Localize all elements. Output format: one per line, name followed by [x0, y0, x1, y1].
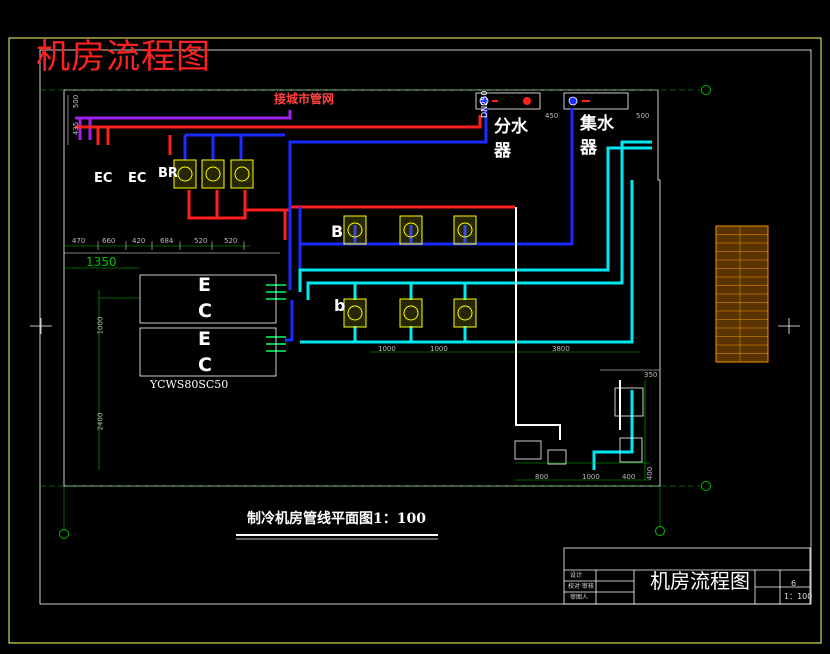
dim-bottom-1: 800: [535, 473, 549, 481]
title-block-sheet-no: 6: [791, 579, 797, 588]
title-block-row-2: 校对·审核: [568, 583, 594, 590]
softener-unit: [614, 387, 644, 417]
pump-impeller-icon: [403, 222, 419, 238]
grid-marker-1: [701, 85, 711, 95]
expansion-unit: [619, 437, 643, 463]
dim-lower-1: 1000: [378, 345, 396, 353]
grid-marker-4: [655, 526, 665, 536]
dim-top-left-435: 435: [72, 121, 81, 136]
dim-left-1000: 1000: [96, 316, 105, 335]
chiller-bottom-c: C: [198, 354, 212, 376]
title-block: [563, 547, 811, 605]
pump-5: [399, 215, 423, 245]
chiller-top-c: C: [198, 300, 212, 322]
inner-frame: [39, 49, 812, 605]
cyan-pipes: [298, 140, 652, 470]
red-pipes: [75, 115, 515, 240]
pump-3: [230, 159, 254, 189]
dim-middle-2: 660: [102, 237, 116, 245]
pump-impeller-icon: [457, 305, 473, 321]
dim-top-right-500: 500: [636, 112, 650, 120]
title-block-row-1: 设计: [570, 572, 583, 579]
dim-left-2400: 2400: [96, 412, 105, 431]
title-block-title: 机房流程图: [650, 569, 750, 593]
pump-group: [173, 159, 477, 328]
collector-valve-icon: [568, 96, 578, 106]
collector-header: [563, 92, 629, 110]
dim-width-1350: 1350: [86, 255, 117, 269]
dim-lower-2: 1000: [430, 345, 448, 353]
grid-marker-2: [701, 481, 711, 491]
pump-impeller-icon: [403, 305, 419, 321]
distributor-pump-icon: [523, 97, 531, 105]
pump-7: [343, 298, 367, 328]
label-ec-left: EC: [94, 171, 113, 186]
pump-6: [453, 215, 477, 245]
pump-1: [173, 159, 197, 189]
pump-8: [399, 298, 423, 328]
dim-middle-5: 520: [194, 237, 208, 245]
dim-bottom-3: 400: [622, 473, 636, 481]
chiller-model: YCWS80SC50: [150, 378, 229, 391]
distributor-code: DN250: [480, 90, 489, 118]
dim-right-350: 350: [644, 371, 658, 379]
chiller-unit-bottom: [139, 327, 277, 377]
chiller-bottom-e: E: [198, 328, 211, 350]
plan-caption: 制冷机房管线平面图1：100: [247, 511, 426, 527]
pump-4: [343, 215, 367, 245]
pump-2: [201, 159, 225, 189]
dim-right-vertical-400: 400: [646, 466, 655, 481]
dim-bottom-2: 1000: [582, 473, 600, 481]
pump-impeller-icon: [347, 222, 363, 238]
makeup-tank: [514, 440, 542, 460]
collector-label: 集水器: [580, 114, 614, 158]
city-network-label: 接城市管网: [274, 92, 335, 106]
pump-impeller-icon: [205, 166, 221, 182]
chiller-unit-top: [139, 274, 277, 324]
drawing-title: 机房流程图: [36, 37, 211, 77]
label-br: BR: [158, 166, 178, 181]
grid-marker-3: [59, 529, 69, 539]
distributor-valve-icon: [479, 96, 489, 106]
label-b-lower: b: [334, 296, 346, 315]
label-ec-right: EC: [128, 171, 147, 186]
dim-middle-4: 684: [160, 237, 174, 245]
purple-pipes: [75, 110, 292, 140]
pump-impeller-icon: [347, 305, 363, 321]
dim-top-right-450: 450: [545, 112, 559, 120]
dim-right-3800: 3800: [552, 345, 570, 353]
pump-impeller-icon: [177, 166, 193, 182]
pump-impeller-icon: [234, 166, 250, 182]
title-block-row-3: 审图人: [570, 594, 589, 601]
dim-top-left-500: 500: [72, 94, 81, 109]
white-pipes: [515, 207, 621, 440]
distributor-label: 分水器: [494, 117, 528, 161]
distributor-header: [475, 92, 541, 110]
pump-9: [453, 298, 477, 328]
dim-middle-6: 520: [224, 237, 238, 245]
outer-frame: [8, 37, 822, 644]
label-b-upper: B: [331, 222, 344, 241]
pump-impeller-icon: [457, 222, 473, 238]
title-block-scale: 1：100: [784, 592, 813, 601]
dim-middle-1: 470: [72, 237, 86, 245]
dim-middle-3: 420: [132, 237, 146, 245]
chiller-top-e: E: [198, 274, 211, 296]
